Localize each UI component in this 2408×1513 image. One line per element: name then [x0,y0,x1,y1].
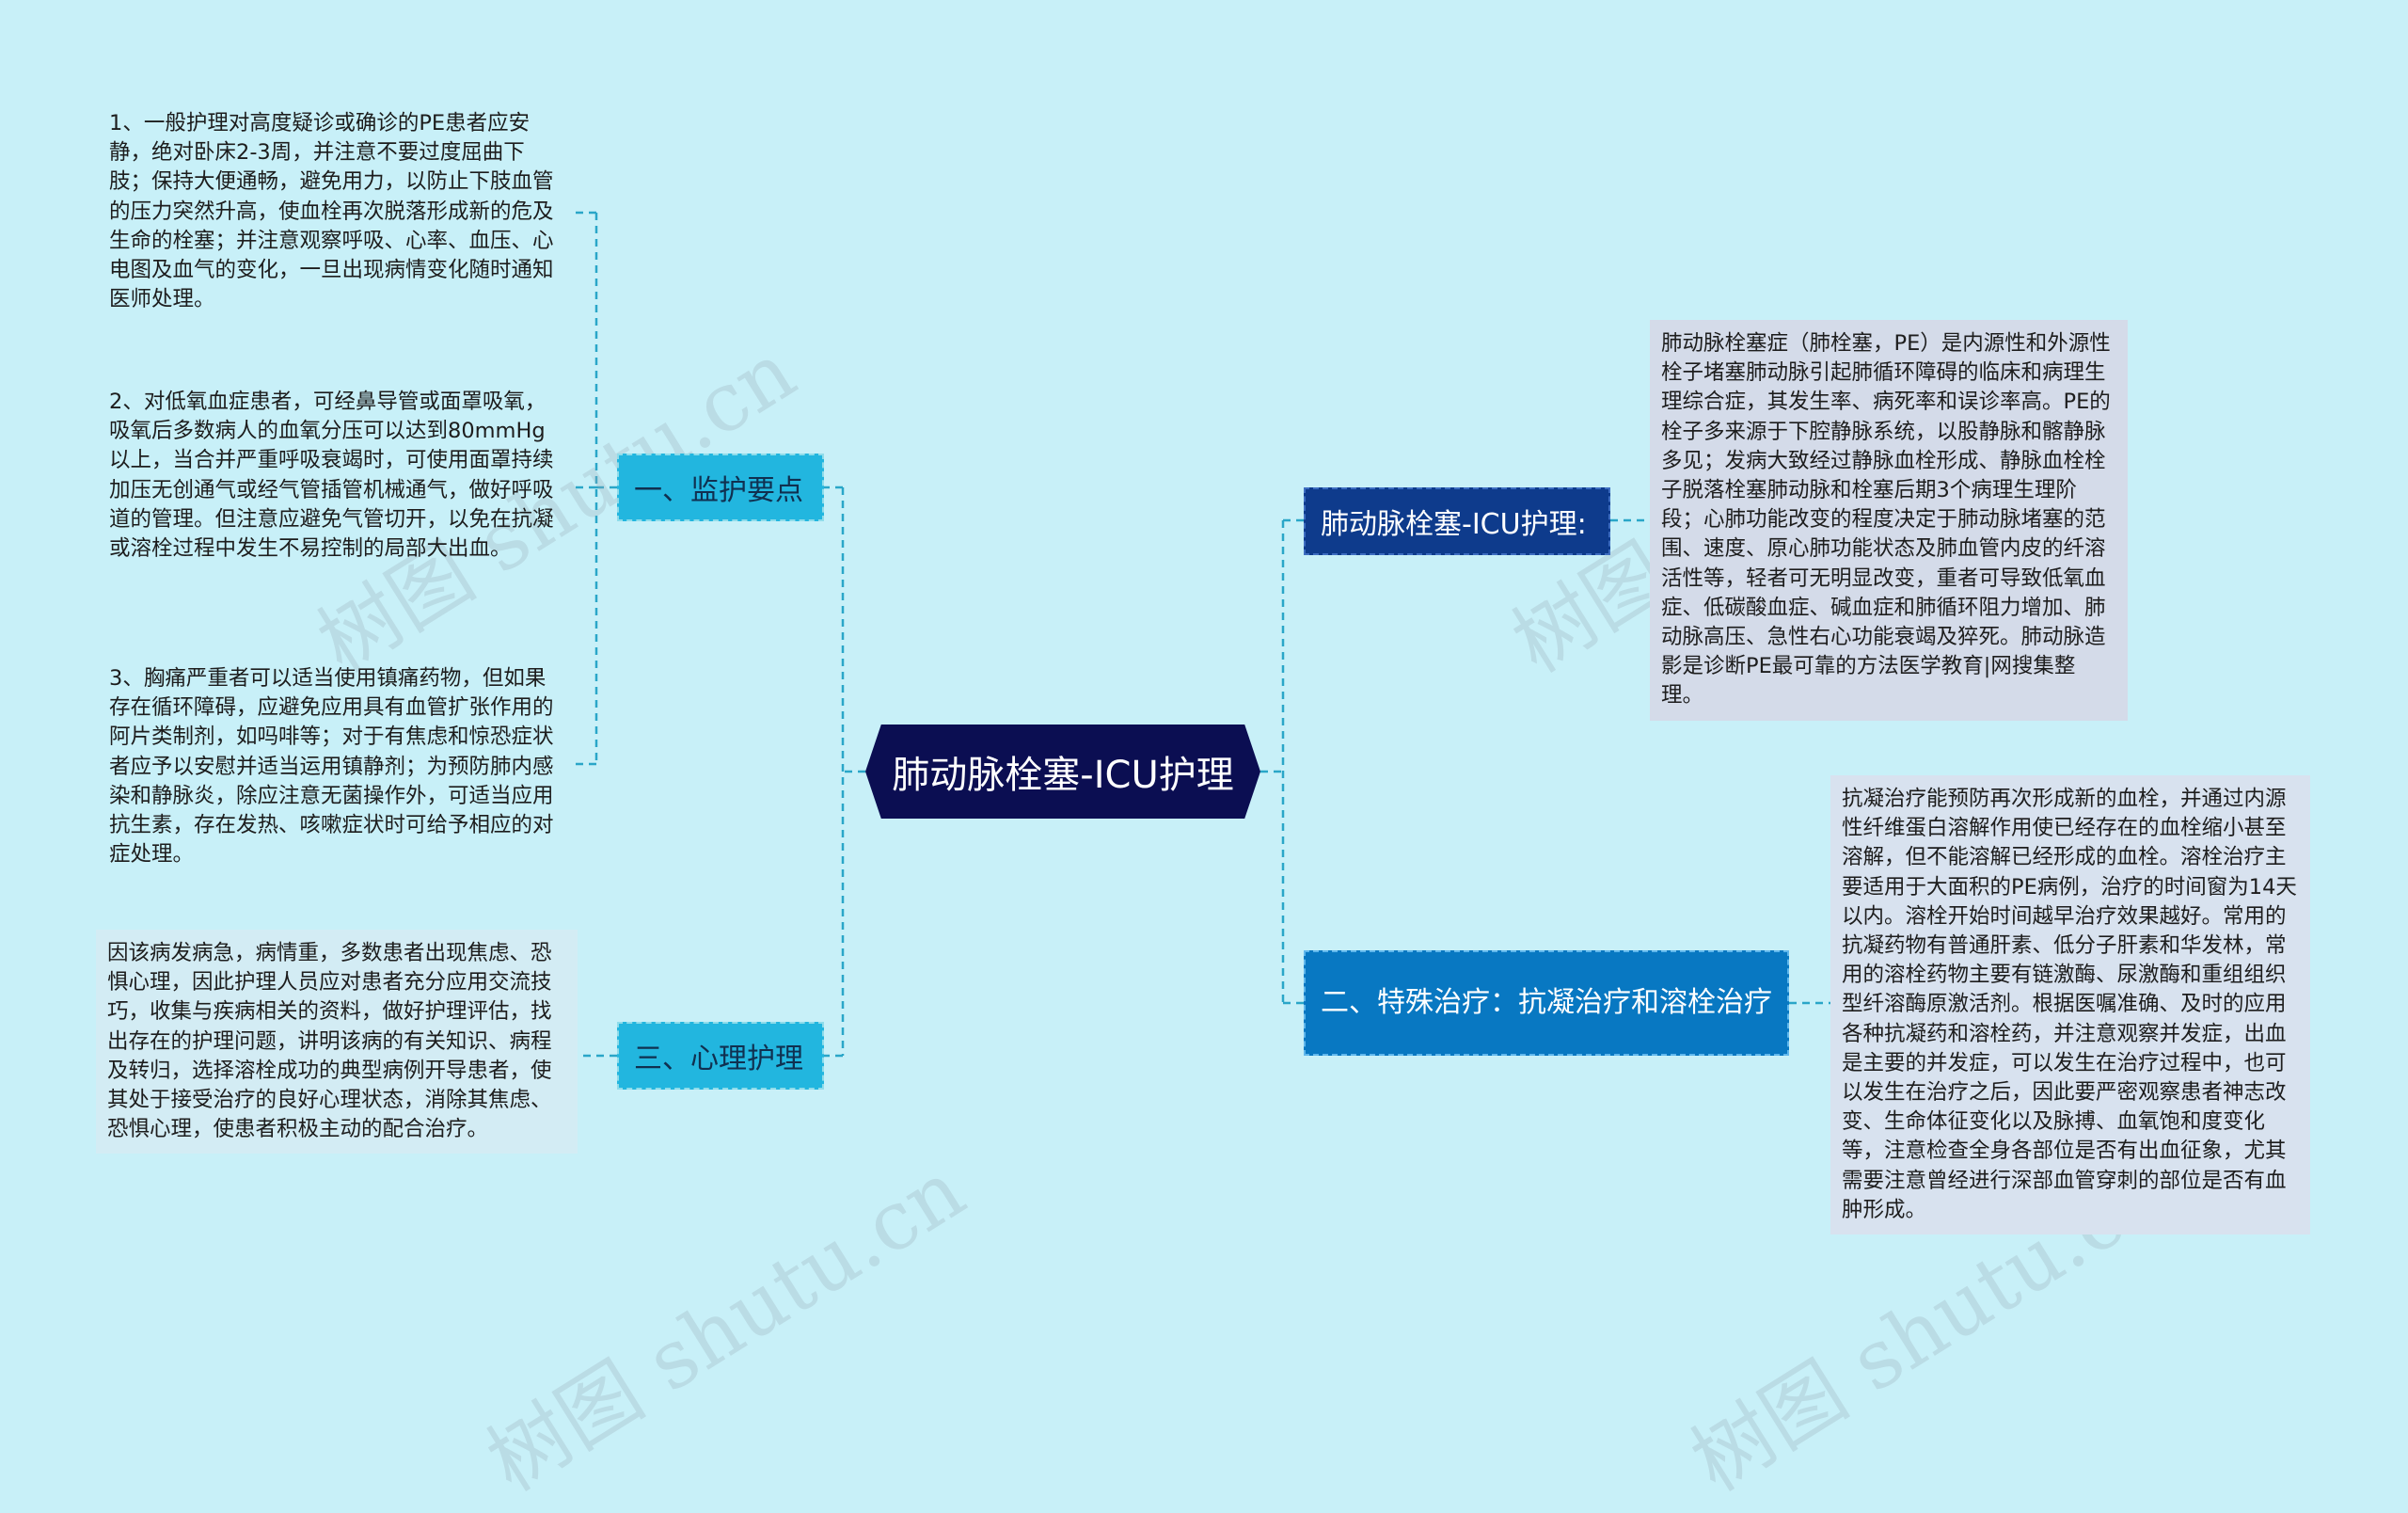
branch-special-label: 二、特殊治疗：抗凝治疗和溶栓治疗 [1321,986,1772,1019]
branch-icu-label: 肺动脉栓塞-ICU护理: [1321,508,1587,541]
text-icu-1: 肺动脉栓塞症（肺栓塞，PE）是内源性和外源性栓子堵塞肺动脉引起肺循环障碍的临床和… [1650,320,2128,721]
mindmap-canvas: 树图 shutu.cn 树图 shutu.cn 树图 shutu.cn 树图 s… [96,111,2310,1509]
central-topic[interactable]: 肺动脉栓塞-ICU护理 [865,725,1260,819]
text-psych-1: 因该病发病急，病情重，多数患者出现焦虑、恐惧心理，因此护理人员应对患者充分应用交… [96,930,578,1155]
connector-lines [570,211,1830,1058]
text-monitor-3: 3、胸痛严重者可以适当使用镇痛药物，但如果存在循环障碍，应避免应用具有血管扩张作… [109,666,554,868]
central-topic-label: 肺动脉栓塞-ICU护理 [892,754,1234,797]
text-monitor-2: 2、对低氧血症患者，可经鼻导管或面罩吸氧，吸氧后多数病人的血氧分压可以达到80m… [109,390,554,562]
branch-monitor[interactable]: 一、监护要点 [617,454,824,521]
branch-psych[interactable]: 三、心理护理 [617,1022,824,1090]
text-special-1: 抗凝治疗能预防再次形成新的血栓，并通过内源性纤维蛋白溶解作用使已经存在的血栓缩小… [1830,775,2310,1235]
text-monitor-1: 1、一般护理对高度疑诊或确诊的PE患者应安静，绝对卧床2-3周，并注意不要过度屈… [109,111,554,312]
branch-icu[interactable]: 肺动脉栓塞-ICU护理: [1304,487,1610,555]
branch-monitor-label: 一、监护要点 [634,474,803,507]
branch-psych-label: 三、心理护理 [634,1043,803,1075]
branch-special[interactable]: 二、特殊治疗：抗凝治疗和溶栓治疗 [1304,950,1789,1056]
